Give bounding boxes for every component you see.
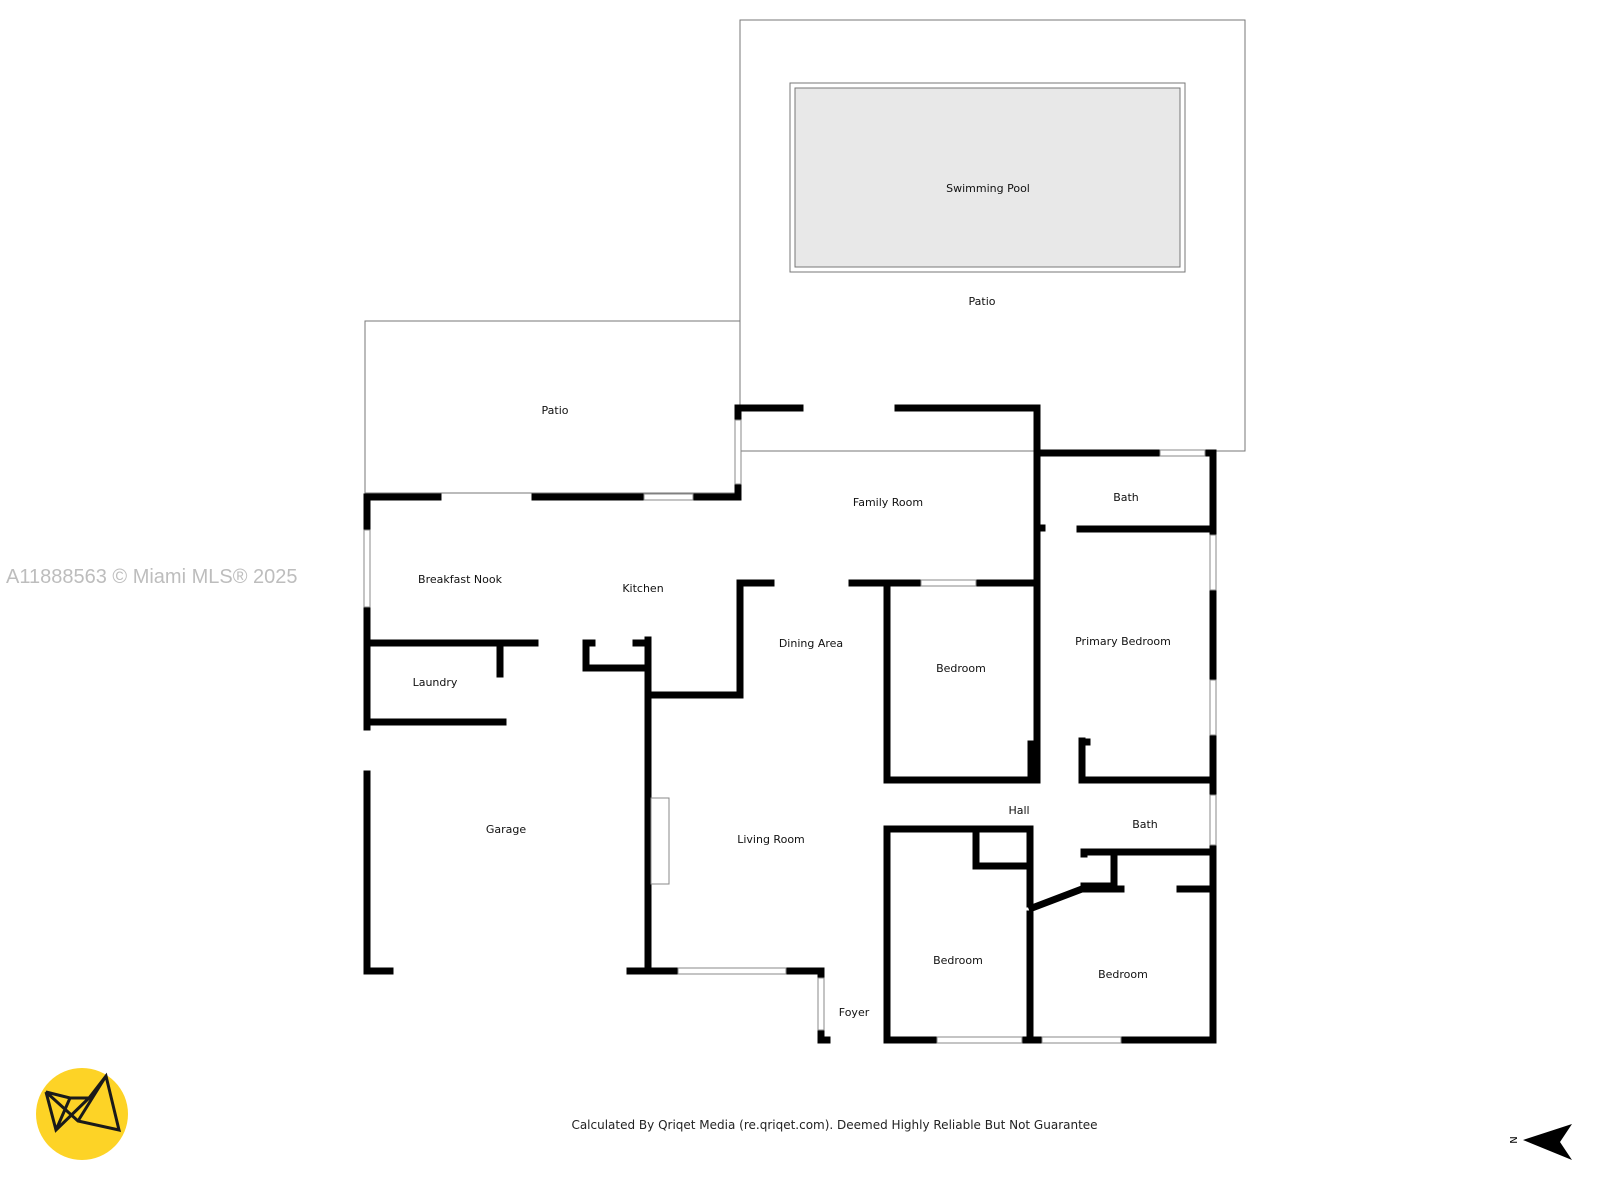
fireplace [650, 797, 670, 885]
label-garage: Garage [486, 823, 527, 836]
label-kitchen: Kitchen [622, 582, 663, 595]
label-family-room: Family Room [853, 496, 923, 509]
label-hall: Hall [1008, 804, 1029, 817]
windows [363, 419, 1217, 1044]
label-patio-left: Patio [542, 404, 569, 417]
label-living-room: Living Room [737, 833, 805, 846]
label-bath-mid: Bath [1132, 818, 1158, 831]
label-swimming-pool: Swimming Pool [946, 182, 1030, 195]
qriqet-logo [36, 1068, 128, 1160]
label-laundry: Laundry [413, 676, 458, 689]
north-arrow-icon: N [1507, 1124, 1572, 1160]
label-primary-bedroom: Primary Bedroom [1075, 635, 1171, 648]
label-bedroom-mid: Bedroom [936, 662, 986, 675]
walls [363, 404, 1217, 1044]
footer-disclaimer: Calculated By Qriqet Media (re.qriqet.co… [571, 1118, 1098, 1132]
patio-back-outline [739, 19, 1246, 452]
mls-watermark: A11888563 © Miami MLS® 2025 [6, 566, 298, 588]
label-dining-area: Dining Area [779, 637, 843, 650]
compass-label: N [1507, 1136, 1518, 1143]
label-patio-back: Patio [969, 295, 996, 308]
pool-water [794, 87, 1181, 268]
label-bedroom-bl: Bedroom [933, 954, 983, 967]
label-breakfast-nook: Breakfast Nook [418, 573, 503, 586]
label-bath-top: Bath [1113, 491, 1139, 504]
label-foyer: Foyer [839, 1006, 870, 1019]
label-bedroom-br: Bedroom [1098, 968, 1148, 981]
